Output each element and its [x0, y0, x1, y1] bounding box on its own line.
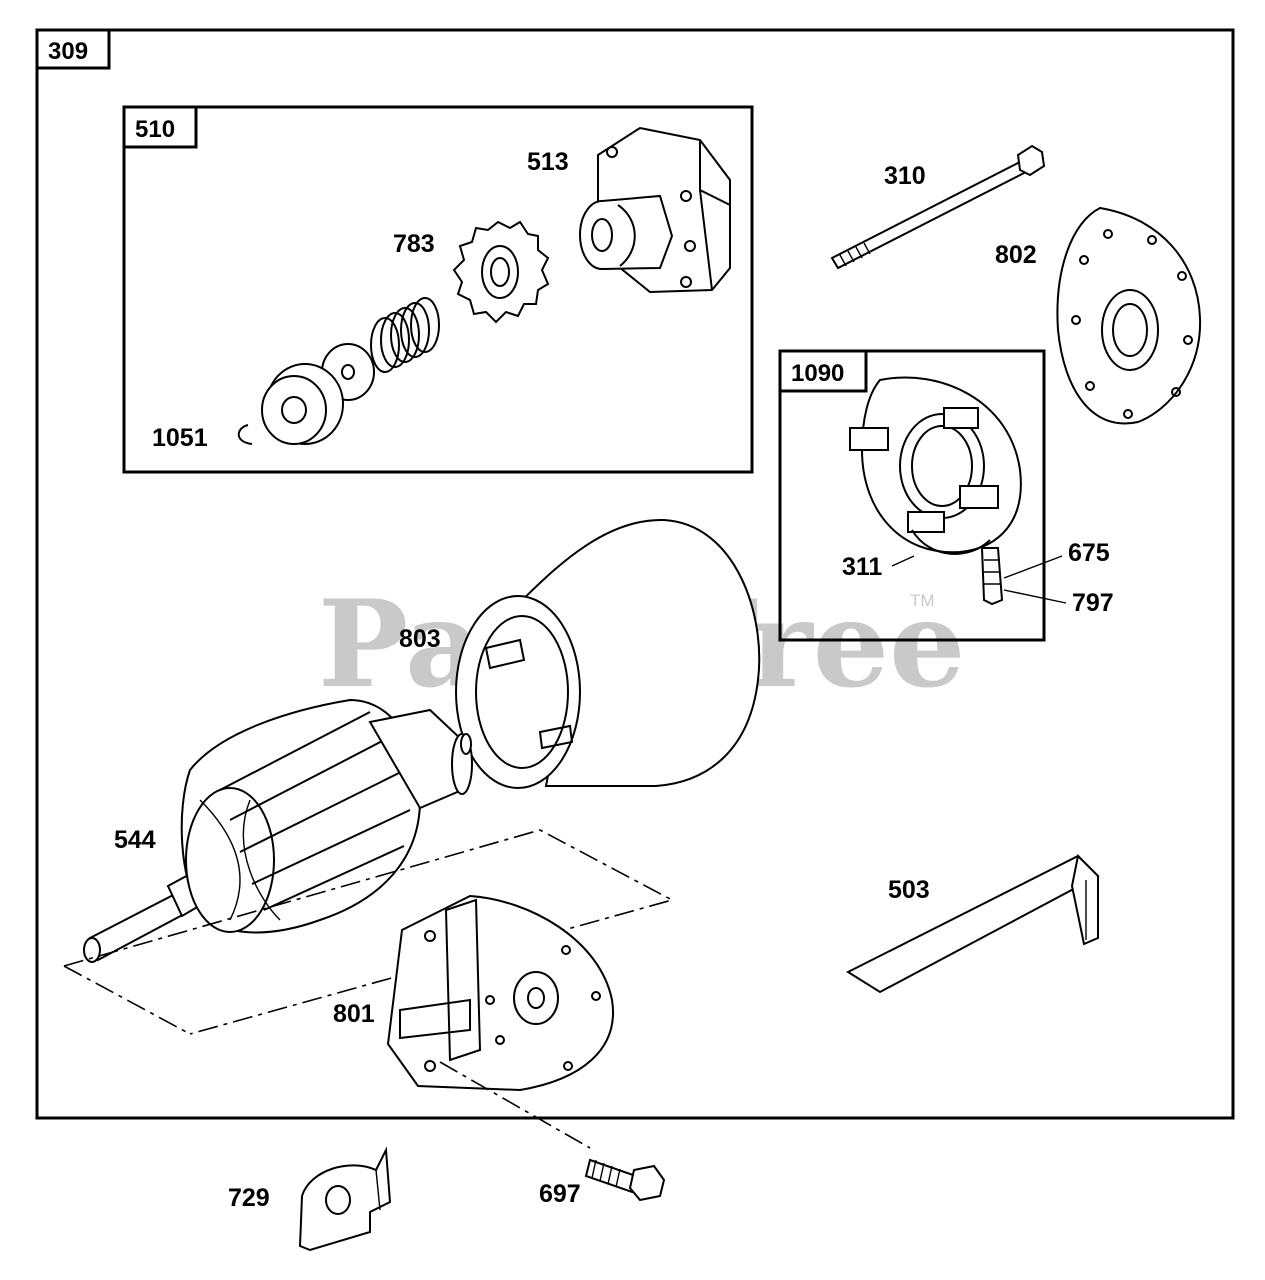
part-label-513: 513: [527, 148, 569, 176]
part-label-675: 675: [1068, 539, 1110, 567]
part-label-801: 801: [333, 1000, 375, 1028]
box-label-510: 510: [135, 116, 175, 143]
part-label-311: 311: [842, 553, 882, 581]
part-label-797: 797: [1072, 589, 1114, 617]
part-label-697: 697: [539, 1180, 581, 1208]
part-label-802: 802: [995, 241, 1037, 269]
box-label-1090: 1090: [791, 360, 844, 387]
retaining-clip-drawing: [237, 424, 253, 445]
screw-guide-line: [439, 1061, 591, 1149]
end-plate-drawing: [1056, 206, 1202, 425]
motor-housing-drawing: [455, 518, 761, 789]
part-label-1051: 1051: [152, 424, 208, 452]
drive-housing-drawing: [579, 126, 731, 294]
pinion-gear-drawing: [452, 220, 550, 324]
box-label-309: 309: [48, 38, 88, 65]
armature-drawing: [83, 698, 473, 963]
drive-assembly-box: 510: [122, 105, 754, 474]
leader-311: [891, 555, 915, 567]
leader-675: [1003, 555, 1063, 579]
part-label-803: 803: [399, 625, 441, 653]
part-label-503: 503: [888, 876, 930, 904]
collar-drawing: [261, 363, 344, 445]
leader-797: [1003, 589, 1067, 604]
screw-drawing: [584, 1158, 666, 1202]
brush-holder-drawing: [849, 376, 1022, 606]
watermark-trademark: TM: [910, 591, 935, 610]
part-label-783: 783: [393, 230, 435, 258]
part-label-544: 544: [114, 826, 156, 854]
through-bolt-drawing: [830, 144, 1046, 270]
main-frame: 309: [35, 28, 1235, 1120]
assembly-plane-guide: [63, 829, 675, 1035]
brush-plate-drawing: [386, 894, 615, 1092]
spring-drawing: [370, 297, 440, 373]
bracket-drawing: [298, 1146, 392, 1252]
retainer-strap-drawing: [845, 853, 1100, 994]
brush-assembly-box: 1090: [778, 349, 1046, 642]
part-label-729: 729: [228, 1184, 270, 1212]
part-label-310: 310: [884, 162, 926, 190]
